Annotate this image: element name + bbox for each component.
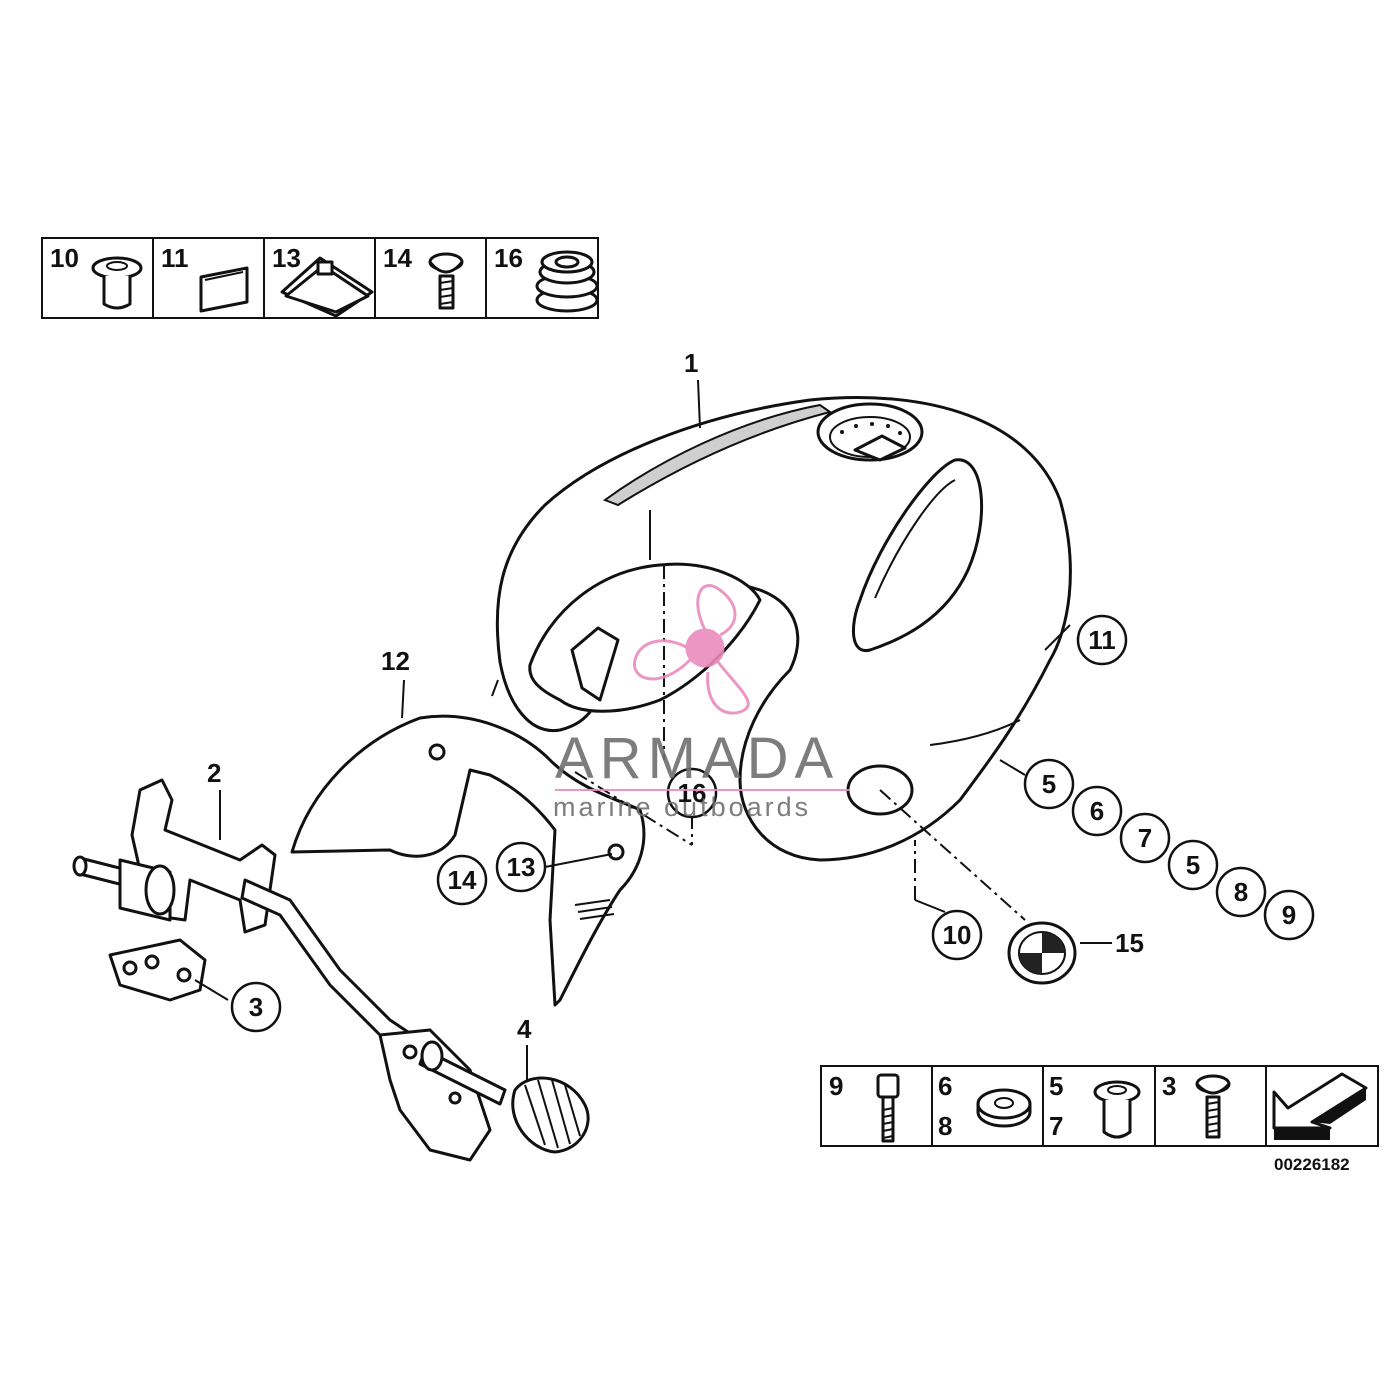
legend-bottom: 9 6 8 5 7 3 [820,1065,1379,1147]
watermark-tagline: marine outboards [553,792,811,822]
grommet-icon [535,250,599,313]
screw-icon [428,252,464,310]
watermark: ARMADA marine outboards [553,584,850,822]
legend-label-13: 13 [272,243,301,273]
emblem-icon [1007,921,1077,985]
callout-circle-9: 9 [1263,889,1315,941]
callout-circle-6: 6 [1071,785,1123,837]
legend-top: 10 11 13 14 16 [41,237,599,319]
svg-text:8: 8 [1234,877,1248,907]
callout-circle-16: 16 [666,767,718,819]
legend-label-6: 6 [938,1071,952,1101]
svg-text:7: 7 [1138,823,1152,853]
diagram-id: 00226182 [1274,1155,1350,1174]
legend-label-11: 11 [161,243,189,273]
svg-text:5: 5 [1042,769,1056,799]
legend-label-10: 10 [50,243,79,273]
callouts: 1 2 12 4 15 3 11 16 13 14 10 [207,348,1315,1044]
callout-12: 12 [381,646,410,676]
frame-bracket [72,778,507,1162]
callout-15: 15 [1115,928,1144,958]
svg-text:14: 14 [448,865,477,895]
legend-label-9: 9 [829,1071,843,1101]
filler-cap-icon [816,402,924,462]
collar-bushing-icon [91,256,143,310]
callout-circle-10: 10 [931,909,983,961]
callout-4: 4 [517,1014,532,1044]
legend-label-14: 14 [383,243,412,273]
bushing-icon [1093,1080,1141,1139]
callout-circle-13: 13 [495,841,547,893]
pad-icon [199,266,249,313]
bolt-icon [876,1073,900,1143]
watermark-brand: ARMADA [555,726,839,791]
fuel-tank [491,396,1072,862]
clip-nut-icon [280,256,374,318]
callout-1: 1 [684,348,698,378]
svg-text:3: 3 [249,992,263,1022]
legend-label-7: 7 [1049,1111,1063,1141]
svg-text:6: 6 [1090,796,1104,826]
leader-lines [194,379,1112,1080]
callout-2: 2 [207,758,221,788]
callout-circle-7: 7 [1119,812,1171,864]
svg-text:16: 16 [678,778,707,808]
legend-label-16: 16 [494,243,523,273]
svg-text:9: 9 [1282,900,1296,930]
callout-circle-5b: 5 [1167,839,1219,891]
knob-icon [511,1076,590,1154]
legend-label-8: 8 [938,1111,952,1141]
callout-circle-8: 8 [1215,866,1267,918]
screw-icon [1195,1074,1231,1139]
callout-circle-5a: 5 [1023,758,1075,810]
washer-icon [976,1088,1032,1128]
legend-label-3: 3 [1162,1071,1176,1101]
svg-text:10: 10 [943,920,972,950]
propeller-logo-icon [633,584,750,715]
svg-text:11: 11 [1088,625,1116,655]
callout-circle-11: 11 [1076,614,1128,666]
callout-circle-14: 14 [436,854,488,906]
svg-text:13: 13 [507,852,536,882]
side-cover [290,714,646,1007]
legend-label-5: 5 [1049,1071,1063,1101]
callout-circle-3: 3 [230,981,282,1033]
direction-arrow-icon [1272,1072,1368,1140]
svg-text:5: 5 [1186,850,1200,880]
